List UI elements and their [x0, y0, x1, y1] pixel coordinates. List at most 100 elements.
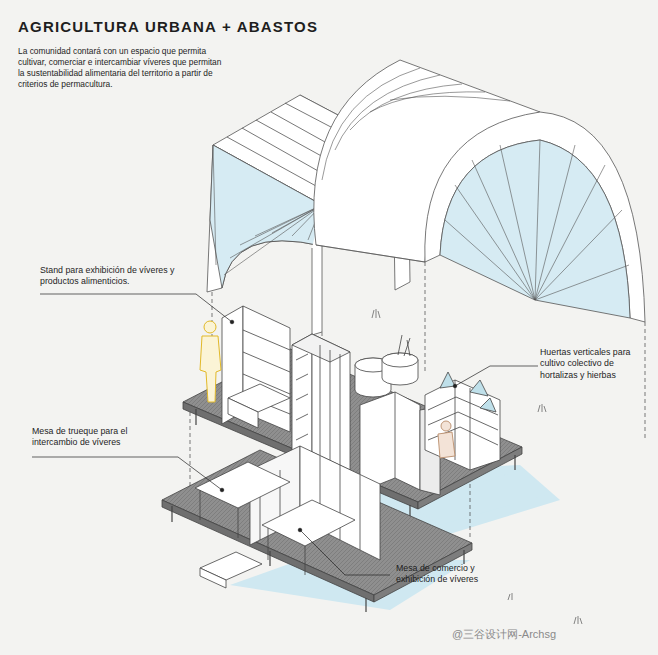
- illustration-polygon: [440, 372, 455, 388]
- callout-label: Huertas verticales para cultivo colectiv…: [540, 347, 652, 381]
- illustration-path: [350, 84, 462, 130]
- illustration-g: [398, 335, 500, 470]
- illustration-polygon: [292, 334, 350, 362]
- illustration-circle: [441, 421, 451, 431]
- illustration-polygon: [195, 462, 290, 508]
- illustration-line: [455, 185, 535, 300]
- illustration-line: [296, 414, 308, 420]
- illustration-g: [200, 321, 221, 402]
- illustration-polyline: [300, 530, 390, 575]
- illustration-polyline: [428, 397, 498, 415]
- illustration-polygon: [480, 398, 496, 412]
- illustration-line: [171, 506, 172, 522]
- illustration-path: [438, 432, 455, 458]
- illustration-g: [195, 462, 355, 588]
- illustration-g: [260, 456, 360, 550]
- illustration-polygon: [200, 568, 226, 588]
- illustration-line: [365, 598, 366, 612]
- callout-label: Stand para exhibición de víveres y produ…: [40, 265, 175, 288]
- illustration-path: [200, 336, 221, 402]
- illustration-path: [335, 75, 440, 150]
- illustration-line: [296, 354, 308, 360]
- illustration-line: [296, 394, 308, 400]
- illustration-polygon: [360, 392, 420, 492]
- illustration-polyline: [32, 457, 222, 490]
- illustration-path: [440, 140, 630, 318]
- illustration-line: [224, 205, 322, 275]
- illustration-g: [314, 60, 645, 322]
- illustration-line: [330, 350, 331, 460]
- illustration-line: [514, 455, 515, 470]
- illustration-path: [207, 145, 322, 292]
- illustration-g: [250, 446, 380, 560]
- illustration-line: [320, 345, 321, 455]
- illustration-g: [440, 372, 496, 412]
- illustration-path: [370, 92, 485, 112]
- illustration-line: [360, 475, 361, 550]
- illustration-circle: [220, 488, 224, 492]
- illustration-line: [470, 388, 471, 470]
- illustration-line: [305, 546, 306, 575]
- illustration-polygon: [292, 334, 312, 462]
- watermark: @三谷设计网-Archsg: [452, 627, 556, 642]
- illustration-line: [455, 380, 456, 460]
- illustration-line: [195, 409, 196, 425]
- illustration-line: [535, 140, 540, 300]
- illustration-line: [535, 210, 622, 300]
- illustration-line: [240, 205, 322, 245]
- illustration-line: [268, 528, 269, 560]
- intro-text: La comunidad contará con un espacio que …: [18, 46, 224, 90]
- illustration-g: [32, 294, 538, 575]
- callout-label: Mesa de trueque para el intercambio de v…: [32, 426, 167, 449]
- illustration-g: [445, 140, 629, 300]
- illustration-line: [213, 145, 216, 265]
- illustration-path: [210, 145, 322, 288]
- illustration-line: [255, 205, 322, 236]
- illustration-line: [500, 145, 535, 300]
- illustration-g: [428, 380, 498, 470]
- illustration-polyline: [40, 294, 232, 322]
- illustration-line: [200, 490, 201, 520]
- illustration-line: [340, 354, 341, 465]
- illustration-path: [382, 353, 418, 385]
- illustration-line: [645, 322, 646, 440]
- illustration-g: [213, 145, 322, 275]
- diagram-title: AGRICULTURA URBANA + ABASTOS: [18, 18, 318, 35]
- illustration-ellipse: [382, 353, 418, 367]
- illustration-line: [243, 352, 290, 372]
- illustration-path: [390, 96, 510, 101]
- illustration-line: [445, 220, 535, 300]
- illustration-line: [316, 245, 425, 262]
- illustration-path: [372, 309, 380, 318]
- illustration-line: [296, 374, 308, 380]
- illustration-line: [230, 205, 322, 258]
- illustration-line: [238, 508, 239, 538]
- illustration-line: [425, 262, 426, 372]
- illustration-path: [425, 112, 645, 322]
- illustration-path: [538, 404, 546, 412]
- illustration-line: [472, 160, 535, 300]
- illustration-line: [395, 392, 396, 478]
- illustration-circle: [453, 384, 457, 388]
- illustration-line: [463, 550, 464, 564]
- illustration-line: [190, 412, 191, 490]
- illustration-polygon: [262, 500, 355, 546]
- illustration-path: [398, 335, 410, 356]
- illustration-line: [535, 145, 575, 300]
- illustration-line: [340, 465, 341, 540]
- illustration-polygon: [470, 380, 488, 396]
- illustration-circle: [204, 321, 216, 333]
- illustration-g: [222, 306, 290, 432]
- illustration-g: [438, 421, 455, 458]
- callout-label: Mesa de comercio y exhibición de víveres: [396, 563, 514, 586]
- illustration-polyline: [455, 366, 538, 386]
- illustration-path: [574, 616, 582, 624]
- illustration-line: [535, 265, 629, 300]
- illustration-circle: [230, 320, 234, 324]
- illustration-path: [508, 593, 512, 600]
- illustration-circle: [298, 528, 302, 532]
- illustration-polygon: [228, 398, 258, 428]
- illustration-polygon: [425, 380, 500, 470]
